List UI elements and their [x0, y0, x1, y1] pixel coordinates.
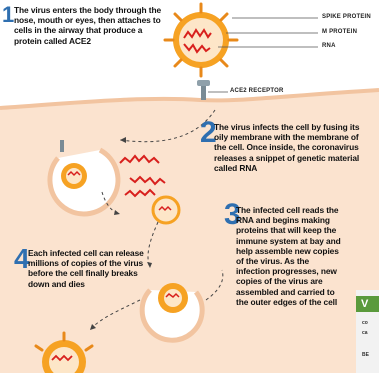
- ace2-receptor: [197, 80, 210, 100]
- sidebar-line-2: ca: [362, 330, 368, 336]
- virus-top: [165, 4, 237, 76]
- sidebar-line-1: co: [362, 320, 368, 326]
- label-ace2-receptor: ACE2 RECEPTOR: [230, 88, 284, 94]
- label-m-protein: M PROTEIN: [322, 29, 357, 35]
- assembly-middle: [153, 197, 179, 223]
- step-2-text: The virus infects the cell by fusing its…: [214, 122, 364, 173]
- step-3-text: The infected cell reads the RNA and begi…: [236, 205, 344, 307]
- sidebar-peek: V co ca BE: [356, 290, 379, 373]
- label-rna: RNA: [322, 43, 336, 49]
- step-1-number: 1: [2, 4, 14, 26]
- label-spike-protein: SPIKE PROTEIN: [322, 14, 371, 20]
- sidebar-line-3: BE: [362, 352, 369, 358]
- step-1-text: The virus enters the body through the no…: [14, 5, 164, 46]
- sidebar-heading: V: [356, 296, 379, 312]
- step-4-text: Each infected cell can release millions …: [28, 248, 150, 289]
